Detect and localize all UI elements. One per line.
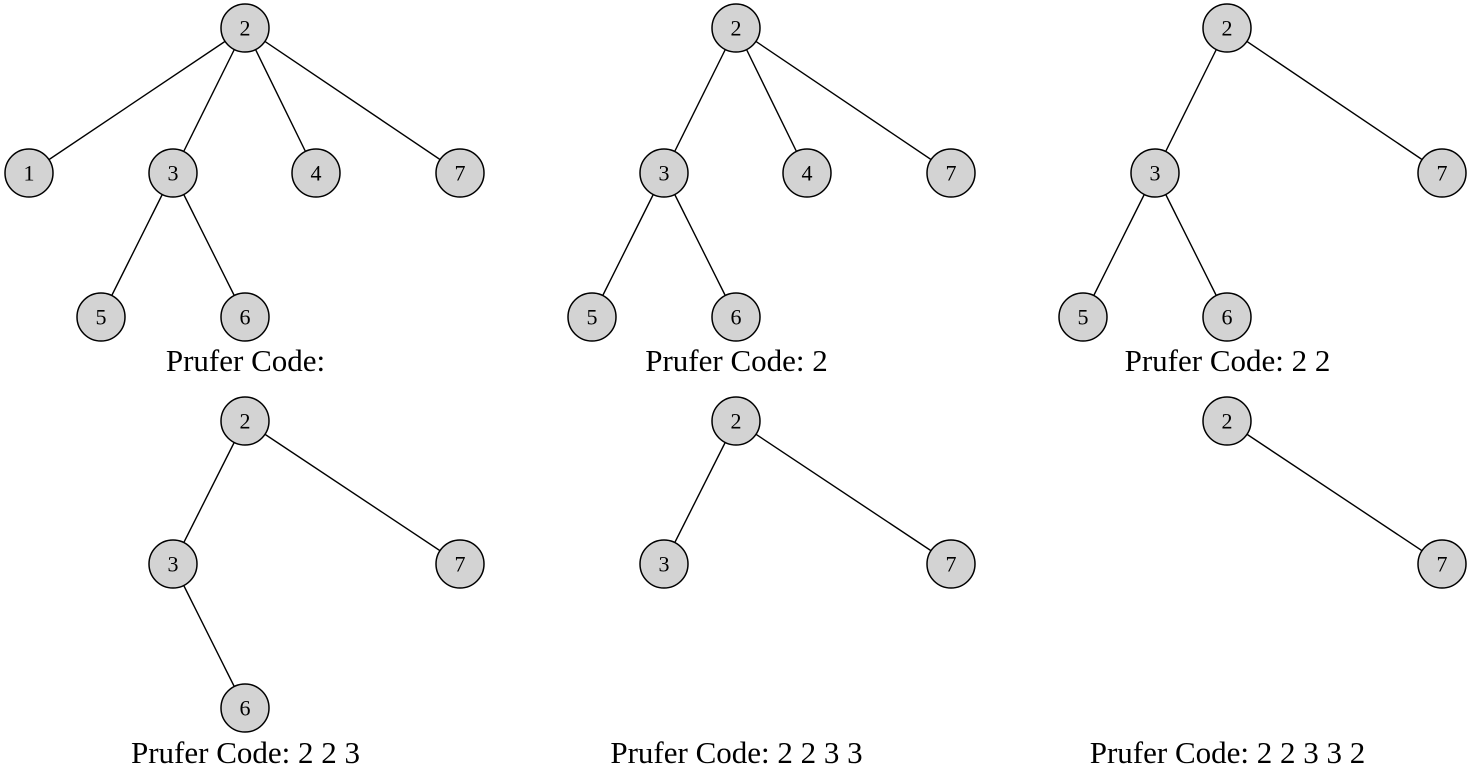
tree-node <box>926 539 976 589</box>
tree-node-label: 5 <box>1078 305 1089 330</box>
tree-edge <box>735 27 952 174</box>
tree-node-label: 2 <box>240 409 251 434</box>
tree-node-label: 5 <box>96 305 107 330</box>
tree-edge <box>735 420 952 565</box>
tree-node-label: 3 <box>168 552 179 577</box>
tree-edge <box>663 420 737 565</box>
tree-graph-step-5: 2 3 7 <box>639 396 976 589</box>
tree-node <box>1202 292 1252 342</box>
tree-node <box>220 396 270 446</box>
tree-node-label: 3 <box>168 161 179 186</box>
prufer-step-panel-5: 2 3 7 Prufer Code: 2 2 3 3 <box>491 392 982 784</box>
tree-node <box>76 292 126 342</box>
tree-node <box>926 148 976 198</box>
tree-node <box>639 148 689 198</box>
tree-node-label: 2 <box>1222 409 1233 434</box>
tree-graph-step-2: 2 3 4 7 5 6 <box>567 3 976 342</box>
tree-node-label: 7 <box>1437 161 1448 186</box>
tree-node-label: 4 <box>802 161 813 186</box>
tree-node <box>220 683 270 733</box>
tree-graph-step-6: 27 <box>1202 396 1467 589</box>
tree-node-label: 7 <box>946 161 957 186</box>
tree-node <box>435 148 485 198</box>
prufer-code-caption: Prufer Code: 2 2 3 3 2 <box>1089 735 1366 770</box>
tree-node <box>1417 148 1467 198</box>
tree-edge <box>735 27 808 174</box>
tree-edge <box>663 27 737 174</box>
tree-edge <box>172 420 246 565</box>
tree-node-label: 7 <box>455 161 466 186</box>
tree-edge <box>1154 27 1228 174</box>
tree-node-label: 2 <box>1222 16 1233 41</box>
prufer-code-caption: Prufer Code: <box>165 343 326 378</box>
tree-graph-step-3: 2 3 7 5 6 <box>1058 3 1467 342</box>
tree-node <box>782 148 832 198</box>
prufer-code-caption: Prufer Code: 2 2 3 <box>130 735 361 770</box>
tree-node-label: 7 <box>1437 552 1448 577</box>
tree-node-label: 1 <box>24 161 35 186</box>
tree-edge <box>1226 420 1443 565</box>
tree-node <box>435 539 485 589</box>
prufer-step-panel-4: 2 3 7 6 Prufer Code: 2 2 3 <box>0 392 491 784</box>
tree-node-label: 3 <box>659 161 670 186</box>
tree-node-label: 6 <box>240 305 251 330</box>
tree-node-label: 3 <box>659 552 670 577</box>
tree-node <box>567 292 617 342</box>
tree-node-label: 2 <box>731 409 742 434</box>
tree-edge <box>1154 172 1228 318</box>
tree-edge <box>663 172 737 318</box>
tree-node-label: 4 <box>311 161 322 186</box>
tree-edge <box>591 172 665 318</box>
tree-node <box>220 3 270 53</box>
tree-node <box>711 292 761 342</box>
prufer-step-panel-1: 2 1 3 4 7 5 6 Prufer Code: <box>0 0 491 392</box>
tree-node <box>291 148 341 198</box>
tree-edge <box>244 420 461 565</box>
tree-node-label: 3 <box>1150 161 1161 186</box>
tree-edge <box>172 27 246 174</box>
tree-node-label: 5 <box>587 305 598 330</box>
tree-edge <box>28 27 246 174</box>
prufer-step-panel-3: 2 3 7 5 6 Prufer Code: 2 2 <box>982 0 1473 392</box>
tree-edge <box>172 563 246 709</box>
tree-edge <box>244 27 317 174</box>
tree-node-label: 6 <box>731 305 742 330</box>
prufer-code-caption: Prufer Code: 2 2 <box>1124 343 1331 378</box>
tree-node-label: 7 <box>455 552 466 577</box>
tree-edge <box>1082 172 1156 318</box>
tree-node <box>148 539 198 589</box>
tree-edge <box>100 172 174 318</box>
tree-node <box>639 539 689 589</box>
prufer-step-panel-2: 2 3 4 7 5 6 Prufer Code: 2 <box>491 0 982 392</box>
prufer-code-caption: Prufer Code: 2 <box>645 343 828 378</box>
tree-node <box>1130 148 1180 198</box>
tree-node-label: 6 <box>1222 305 1233 330</box>
tree-node <box>711 3 761 53</box>
tree-node <box>711 396 761 446</box>
tree-edge <box>244 27 461 174</box>
tree-graph-step-1: 2 1 3 4 7 5 6 <box>4 3 485 342</box>
tree-node <box>1058 292 1108 342</box>
tree-edge <box>172 172 246 318</box>
tree-node-label: 2 <box>240 16 251 41</box>
prufer-code-caption: Prufer Code: 2 2 3 3 <box>610 735 863 770</box>
tree-node <box>1417 539 1467 589</box>
tree-node <box>1202 3 1252 53</box>
tree-node-label: 7 <box>946 552 957 577</box>
tree-node-label: 6 <box>240 696 251 721</box>
tree-node-label: 2 <box>731 16 742 41</box>
tree-node <box>220 292 270 342</box>
tree-edge <box>1226 27 1443 174</box>
tree-node <box>1202 396 1252 446</box>
tree-node <box>4 148 54 198</box>
tree-node <box>148 148 198 198</box>
tree-graph-step-4: 2 3 7 6 <box>148 396 485 733</box>
